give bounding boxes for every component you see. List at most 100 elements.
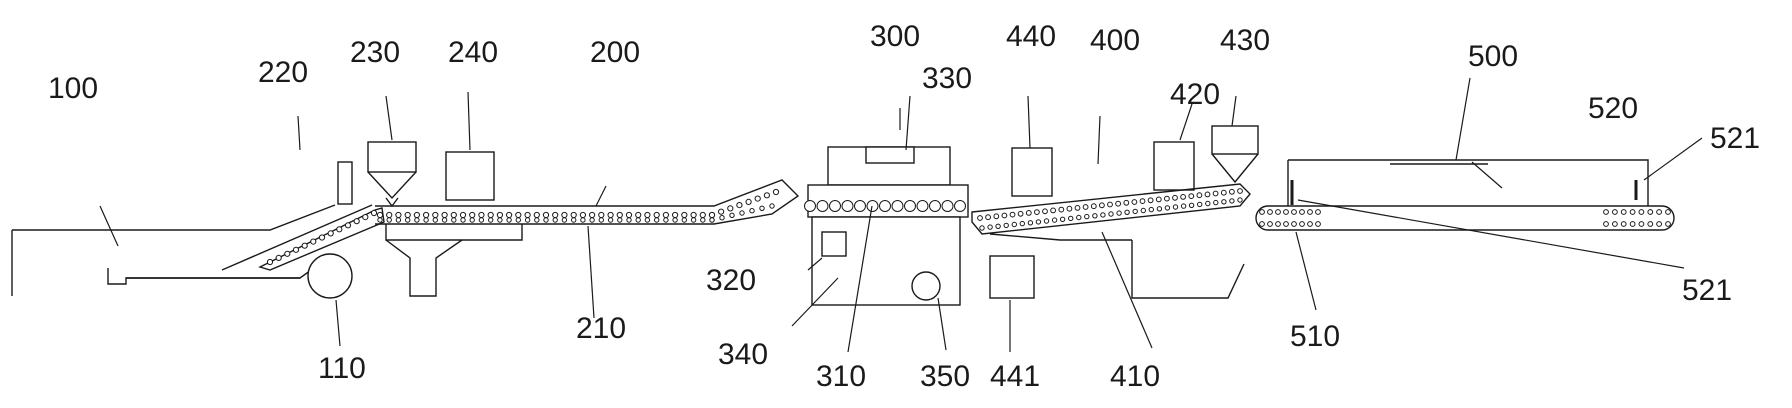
conveyor-roller	[275, 254, 282, 261]
conveyor-roller	[395, 211, 402, 219]
conveyor-roller	[1267, 221, 1273, 227]
conveyor-roller	[1307, 209, 1313, 215]
conveyor-roller	[1275, 221, 1281, 227]
conveyor-roller	[1132, 208, 1138, 215]
conveyor-roller	[1034, 209, 1040, 216]
conveyor-roller	[1066, 205, 1073, 212]
conveyor-roller	[423, 217, 429, 223]
conveyor-roller	[301, 242, 308, 249]
conveyor-roller	[672, 217, 678, 223]
conveyor-roller	[589, 217, 595, 223]
callout-labels: 100 110 200 210 220 230 240 300 310 320 …	[48, 20, 1760, 393]
conveyor-roller	[1011, 221, 1017, 228]
conveyor-roller	[1025, 210, 1032, 216]
conveyor-roller	[377, 217, 383, 223]
label-350: 350	[920, 360, 970, 393]
conveyor-roller	[1638, 209, 1645, 215]
conveyor-roller	[469, 211, 476, 219]
conveyor-roller	[450, 211, 457, 219]
conveyor-roller	[672, 211, 679, 219]
label-400: 400	[1090, 24, 1140, 57]
unit-350-drive-wheel	[911, 271, 941, 301]
conveyor-roller	[709, 217, 715, 223]
conveyor-roller	[1205, 200, 1211, 207]
conveyor-roller	[534, 217, 540, 223]
conveyor-roller	[987, 224, 993, 230]
roller-bed-roller	[841, 200, 854, 212]
conveyor-roller	[1620, 209, 1627, 215]
conveyor-roller	[985, 214, 991, 221]
conveyor-roller	[561, 217, 568, 223]
conveyor-roller	[1629, 221, 1636, 227]
conveyor-roller	[772, 188, 780, 196]
conveyor-roller	[1009, 211, 1016, 218]
unit-520-chamber	[1287, 159, 1649, 210]
conveyor-roller	[993, 213, 1000, 220]
conveyor-roller	[478, 217, 485, 223]
conveyor-roller	[719, 215, 725, 221]
roller-bed-roller	[829, 200, 841, 212]
conveyor-roller	[1148, 206, 1155, 213]
conveyor-roller	[1299, 221, 1305, 227]
conveyor-roller	[1164, 195, 1170, 202]
roller-bed-roller	[916, 200, 929, 212]
roller-bed-roller	[879, 200, 891, 212]
conveyor-roller	[1017, 210, 1024, 217]
conveyor-roller	[1259, 209, 1265, 215]
conveyor-roller	[1237, 188, 1243, 194]
roller-bed-roller	[816, 200, 829, 212]
conveyor-roller	[654, 217, 660, 223]
conveyor-roller	[607, 217, 614, 223]
unit-230-hopper	[367, 141, 417, 208]
conveyor-roller	[995, 223, 1001, 230]
conveyor-roller	[1100, 212, 1106, 218]
conveyor-roller	[1212, 190, 1219, 197]
conveyor-roller	[1603, 221, 1609, 227]
conveyor-roller	[353, 218, 360, 225]
conveyor-roller	[1665, 209, 1671, 215]
conveyor-roller	[1092, 213, 1098, 219]
conveyor-roller	[1180, 194, 1186, 200]
conveyor-roller	[327, 230, 334, 237]
conveyor-roller	[376, 211, 384, 219]
roller-bed-roller	[929, 200, 941, 212]
conveyor-roller	[1001, 212, 1008, 219]
conveyor-roller	[663, 217, 669, 223]
conveyor-roller	[977, 215, 983, 221]
conveyor-roller	[405, 217, 411, 223]
label-320: 320	[706, 264, 756, 297]
conveyor-roller	[414, 217, 420, 223]
conveyor-roller	[979, 225, 985, 231]
conveyor-roller	[451, 217, 457, 223]
conveyor-roller	[1082, 204, 1089, 210]
conveyor-roller	[1603, 209, 1609, 215]
roller-bed-roller	[866, 200, 879, 212]
conveyor-roller	[1656, 209, 1662, 215]
conveyor-roller	[1283, 221, 1289, 227]
conveyor-roller	[496, 211, 503, 219]
conveyor-roller	[1139, 198, 1146, 205]
conveyor-roller	[1291, 221, 1297, 227]
conveyor-roller	[1123, 199, 1130, 206]
label-300: 300	[870, 20, 920, 53]
conveyor-roller	[1058, 206, 1065, 213]
conveyor-roller	[515, 217, 521, 223]
label-210: 210	[576, 312, 626, 345]
conveyor-roller	[616, 211, 623, 219]
conveyor-roller	[1275, 209, 1281, 215]
conveyor-roller	[1220, 189, 1227, 196]
conveyor-roller	[1299, 209, 1305, 215]
unit-110-drive-wheel	[307, 253, 353, 299]
conveyor-roller	[1124, 209, 1130, 216]
conveyor-roller	[310, 238, 317, 245]
conveyor-roller	[318, 234, 326, 241]
conveyor-roller	[1050, 207, 1056, 214]
conveyor-roller	[432, 217, 438, 223]
label-500: 500	[1468, 40, 1518, 73]
conveyor-roller	[580, 217, 586, 223]
conveyor-roller	[727, 205, 734, 212]
label-521-bottom: 521	[1682, 274, 1732, 307]
conveyor-roller	[745, 198, 752, 205]
conveyor-roller	[662, 211, 670, 219]
conveyor-roller	[1629, 209, 1636, 215]
